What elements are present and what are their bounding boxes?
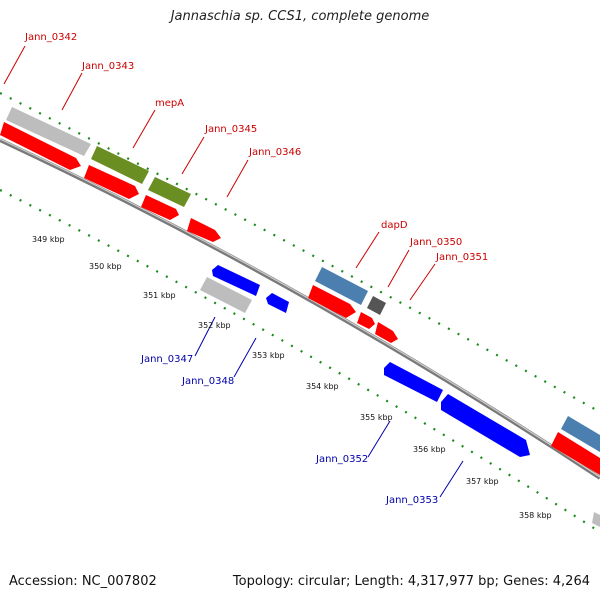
cds-forward-0342[interactable] <box>0 122 81 170</box>
accession-label: Accession: NC_007802 <box>9 574 157 589</box>
cds-forward-dapD[interactable] <box>308 285 356 318</box>
tick-label-356: 356 kbp <box>413 445 446 454</box>
cds-reverse-0348[interactable] <box>266 293 289 313</box>
gene-label-jann-0346[interactable]: Jann_0346 <box>248 147 301 158</box>
gene-track <box>6 107 600 452</box>
gene-label-jann-0350[interactable]: Jann_0350 <box>409 237 462 248</box>
tick-label-353: 353 kbp <box>252 351 285 360</box>
tick-label-352: 352 kbp <box>198 321 231 330</box>
gene-label-jann-0343[interactable]: Jann_0343 <box>81 61 134 72</box>
gene-0347[interactable] <box>200 277 252 313</box>
genome-backbone <box>0 138 600 480</box>
tick-label-350: 350 kbp <box>89 262 122 271</box>
gene-label-jann-0347[interactable]: Jann_0347 <box>140 354 193 365</box>
tick-labels: 349 kbp 350 kbp 351 kbp 352 kbp 353 kbp … <box>32 235 552 520</box>
gene-label-mepa[interactable]: mepA <box>155 98 184 109</box>
tick-label-357: 357 kbp <box>466 477 499 486</box>
gene-labels: Jann_0342 Jann_0343 mepA Jann_0345 Jann_… <box>24 32 488 506</box>
genome-summary: Topology: circular; Length: 4,317,977 bp… <box>232 574 590 589</box>
cds-forward-0351[interactable] <box>375 322 398 343</box>
cds-reverse-0347[interactable] <box>212 265 260 296</box>
gene-label-dapd[interactable]: dapD <box>381 220 408 231</box>
tick-label-349: 349 kbp <box>32 235 65 244</box>
gene-label-jann-0342[interactable]: Jann_0342 <box>24 32 77 43</box>
tick-label-354: 354 kbp <box>306 382 339 391</box>
cds-reverse-0352[interactable] <box>384 362 443 402</box>
gene-0342-0343[interactable] <box>6 107 91 156</box>
gene-0345[interactable] <box>148 177 191 207</box>
leader-lines <box>3 45 464 498</box>
cds-forward-0343[interactable] <box>84 165 139 199</box>
map-title: Jannaschia sp. CCS1, complete genome <box>170 9 430 24</box>
cds-reverse-0353[interactable] <box>441 394 530 457</box>
gene-label-jann-0352[interactable]: Jann_0352 <box>315 454 368 465</box>
cds-forward-track <box>0 122 600 475</box>
gene-label-jann-0351[interactable]: Jann_0351 <box>435 252 488 263</box>
tick-label-355: 355 kbp <box>360 413 393 422</box>
gene-dapD[interactable] <box>315 267 368 305</box>
gene-0350[interactable] <box>367 296 386 315</box>
gene-label-jann-0345[interactable]: Jann_0345 <box>204 124 257 135</box>
gene-next-steel[interactable] <box>561 416 600 452</box>
outer-tick-ring <box>0 92 600 413</box>
tick-label-351: 351 kbp <box>143 291 176 300</box>
cds-forward-0350[interactable] <box>357 312 375 329</box>
gene-edge-grey[interactable] <box>592 512 600 527</box>
cds-forward-0346[interactable] <box>187 218 221 242</box>
tick-label-358: 358 kbp <box>519 511 552 520</box>
cds-forward-mepA[interactable] <box>141 195 179 220</box>
gene-label-jann-0353[interactable]: Jann_0353 <box>385 495 438 506</box>
gene-mepA[interactable] <box>91 146 149 184</box>
gene-label-jann-0348[interactable]: Jann_0348 <box>181 376 234 387</box>
inner-tick-ring <box>0 189 600 533</box>
cds-reverse-track <box>200 265 600 527</box>
cds-forward-next[interactable] <box>551 432 600 475</box>
